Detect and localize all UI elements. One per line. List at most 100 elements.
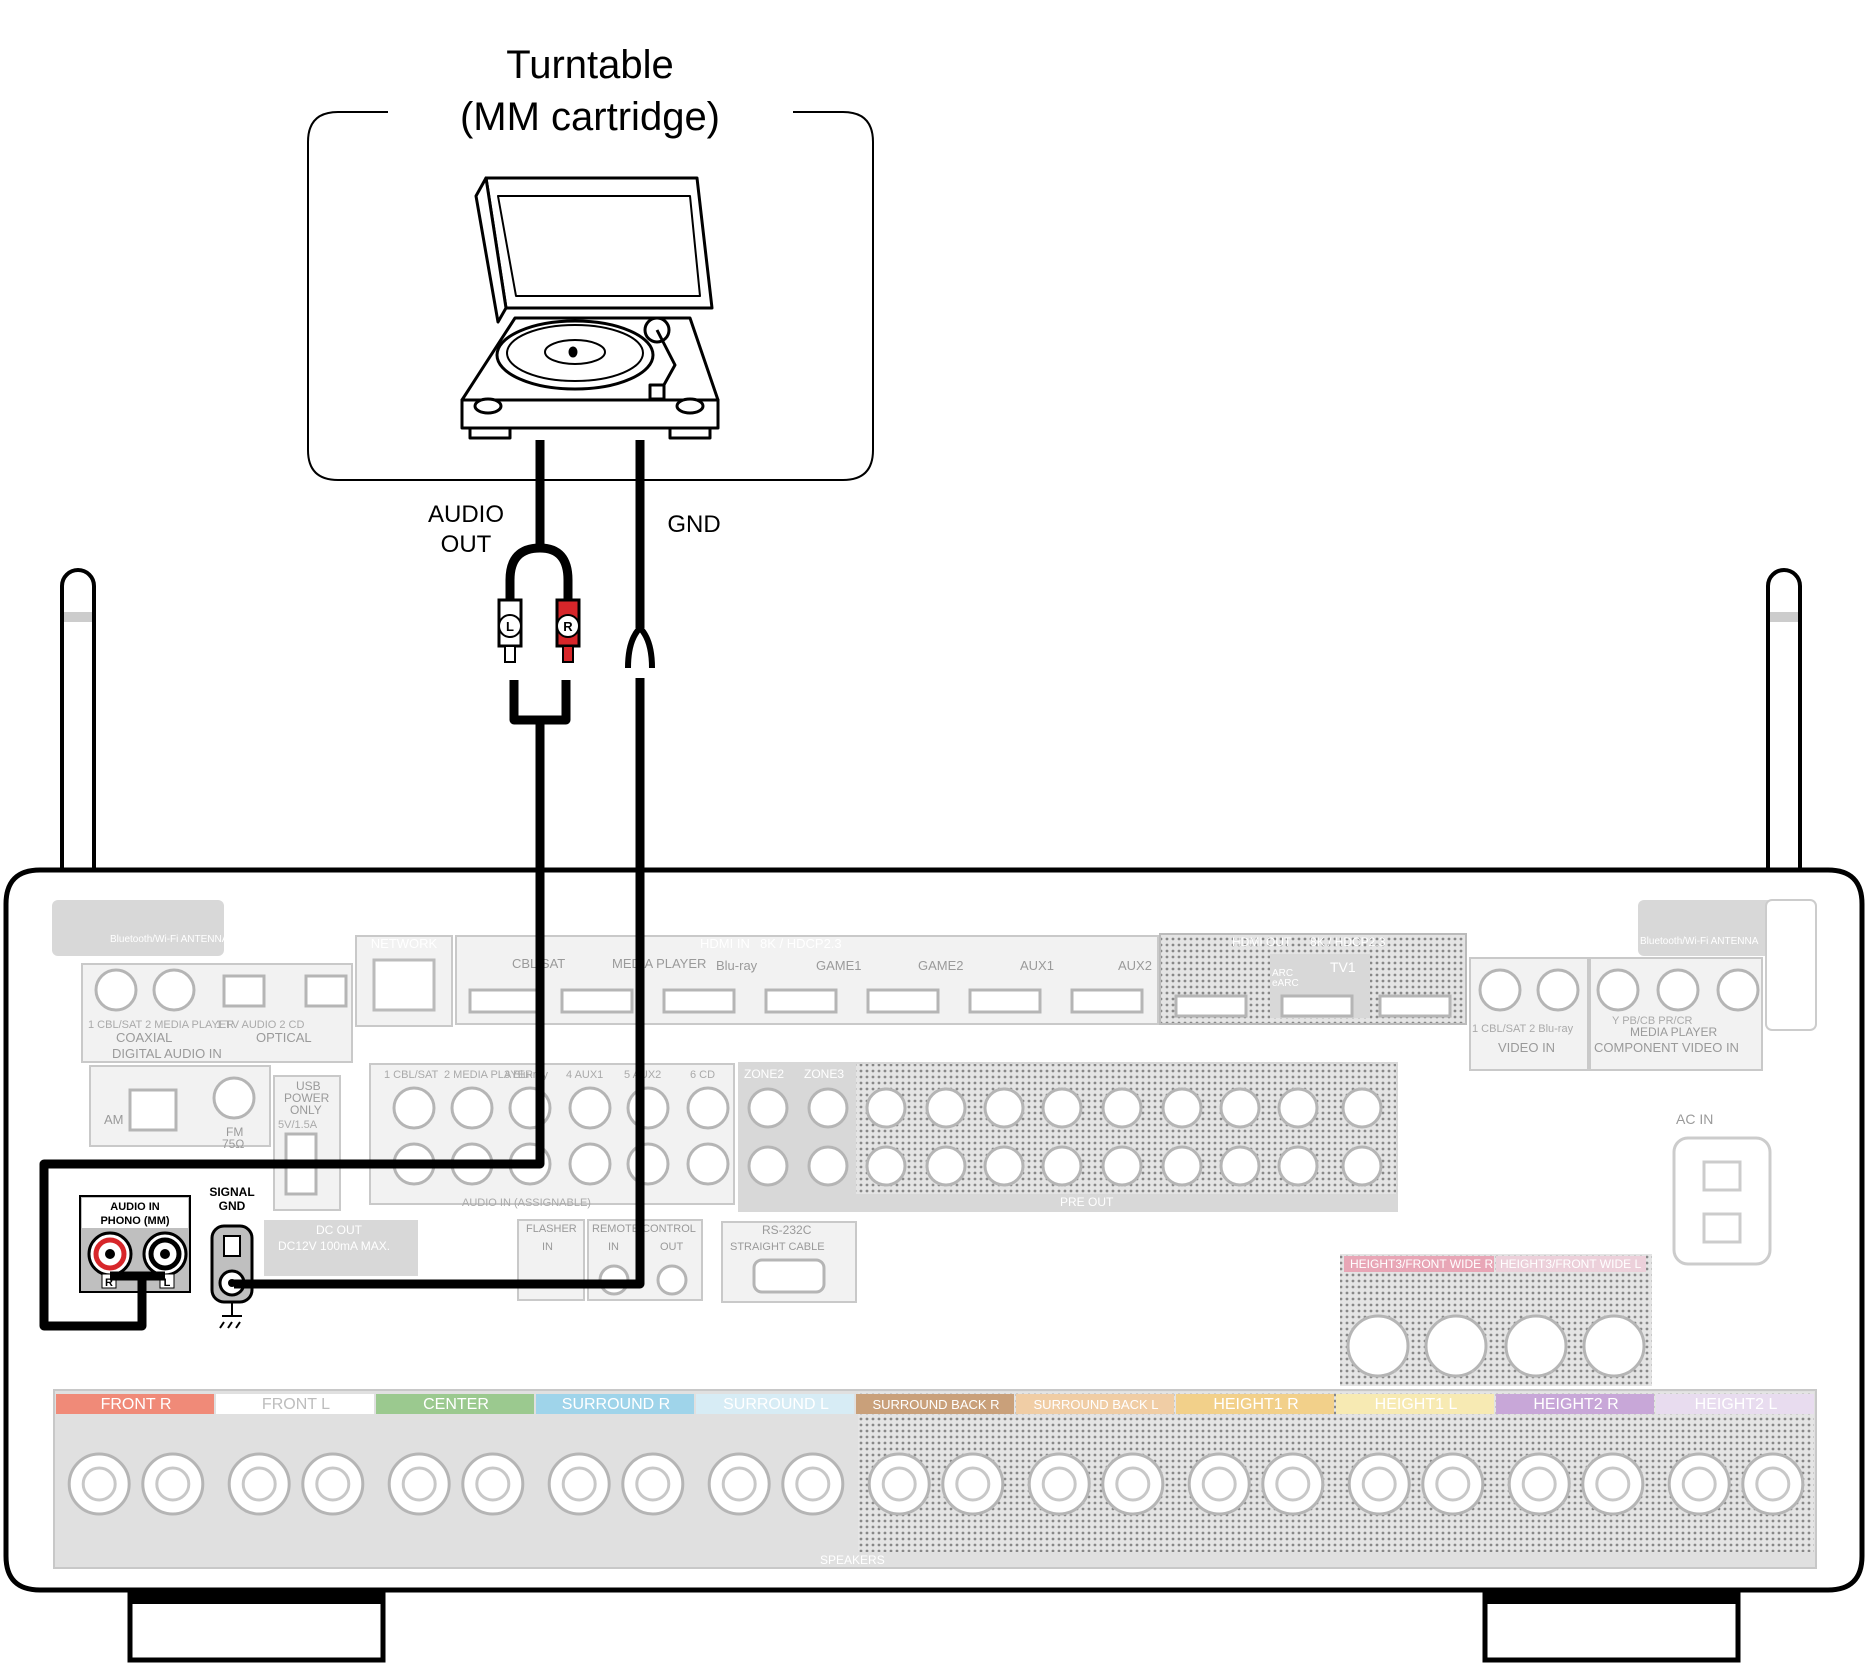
fm-ohm-label: 75Ω — [222, 1137, 244, 1151]
speaker-terminal-inner — [1201, 1466, 1237, 1502]
speaker-group-label: FRONT R — [101, 1396, 172, 1413]
speaker-group-header — [1336, 1394, 1494, 1414]
dc-out-panel — [264, 1220, 418, 1276]
ethernet-port — [372, 958, 436, 1012]
fm-label: FM — [226, 1125, 243, 1139]
speaker-terminal-inner — [1595, 1466, 1631, 1502]
speaker-terminal-inner — [881, 1466, 917, 1502]
speaker-terminal-inner — [795, 1466, 831, 1502]
hdmi-in-6-label: AUX1 — [1020, 958, 1054, 973]
gnd-cable-run — [234, 678, 645, 1289]
speaker-group-label: SURROUND BACK R — [872, 1397, 999, 1412]
speaker-group-header — [696, 1394, 854, 1414]
video-in-label: VIDEO IN — [1498, 1040, 1555, 1055]
speaker-group-header — [856, 1394, 1014, 1414]
height3-l-label: HEIGHT3/FRONT WIDE L — [1500, 1257, 1641, 1271]
audio-in-assignable: AUDIO IN (ASSIGNABLE) — [462, 1197, 591, 1209]
video-in-ports: 1 CBL/SAT 2 Blu-ray — [1472, 1023, 1574, 1035]
audio-cable-plug-end — [509, 680, 571, 725]
dc-out-spec: DC12V 100mA MAX. — [278, 1239, 390, 1253]
optical-label: OPTICAL — [256, 1030, 312, 1045]
hdmi-out-label: HDMI OUT — [1232, 935, 1292, 949]
antenna-left — [60, 568, 96, 892]
speaker-group-label: SURROUND BACK L — [1034, 1397, 1159, 1412]
speaker-terminal-inner — [1521, 1466, 1557, 1502]
speaker-terminal-inner — [1115, 1466, 1151, 1502]
flasher-label: FLASHER — [526, 1223, 577, 1235]
usb-label-3: ONLY — [290, 1103, 322, 1117]
hdmi-out-arc: ARC — [1272, 968, 1293, 979]
speaker-group-header — [1016, 1394, 1174, 1414]
remote-out-label: OUT — [660, 1241, 684, 1253]
hdmi-in-2-label: MEDIA PLAYER — [612, 956, 706, 971]
speaker-terminal-inner — [1275, 1466, 1311, 1502]
remote-in-label: IN — [608, 1241, 619, 1253]
speaker-terminal-inner — [1435, 1466, 1471, 1502]
signal-gnd-label-1: SIGNAL — [209, 1185, 254, 1199]
ac-inlet — [1672, 1136, 1772, 1266]
hdmi-in-5-label: GAME2 — [918, 958, 964, 973]
audio-in-1-label: 1 CBL/SAT — [384, 1069, 438, 1081]
speaker-group-header — [376, 1394, 534, 1414]
audio-in-6-label: 6 CD — [690, 1069, 715, 1081]
speaker-group-label: HEIGHT1 R — [1213, 1396, 1298, 1413]
speaker-terminal-inner — [315, 1466, 351, 1502]
speaker-group-label: HEIGHT1 L — [1375, 1396, 1458, 1413]
usb-spec: 5V/1.5A — [278, 1119, 318, 1131]
turntable-frame — [307, 111, 874, 481]
usb-label-1: USB — [296, 1079, 321, 1093]
signal-gnd-label-2: GND — [219, 1199, 246, 1213]
audio-in-2-label: 2 MEDIA PLAYER — [444, 1069, 533, 1081]
hdmi-in-ports — [468, 988, 1144, 1014]
straight-cable-label: STRAIGHT CABLE — [730, 1241, 825, 1253]
component-label: COMPONENT VIDEO IN — [1594, 1040, 1739, 1055]
speaker-terminal-inner — [241, 1466, 277, 1502]
audio-out-label: AUDIO — [428, 501, 504, 528]
speaker-group-header — [216, 1394, 374, 1414]
rca-plug-l — [497, 598, 523, 663]
zone2-label: ZONE2 — [744, 1067, 784, 1081]
audio-in-4-label: 4 AUX1 — [566, 1069, 603, 1081]
gnd-label: GND — [667, 511, 720, 538]
antenna-right — [1766, 568, 1802, 892]
speaker-terminal-inner — [1041, 1466, 1077, 1502]
speaker-group-label: SURROUND L — [723, 1396, 829, 1413]
rca-plug-r — [555, 598, 581, 663]
network-label: NETWORK — [371, 936, 438, 951]
speaker-group-header — [1176, 1394, 1334, 1414]
speaker-group-label: CENTER — [423, 1396, 489, 1413]
speaker-group-header — [1656, 1394, 1814, 1414]
hdmi-in-4-label: GAME1 — [816, 958, 862, 973]
hdmi-out-spec: 8K / HDCP2.3 — [1310, 935, 1386, 949]
speaker-terminal-inner — [721, 1466, 757, 1502]
pre-out-label: PRE OUT — [1060, 1195, 1114, 1209]
speaker-group-label: FRONT L — [262, 1396, 330, 1413]
speaker-terminal-inner — [1361, 1466, 1397, 1502]
speaker-terminal-inner — [1681, 1466, 1717, 1502]
speaker-group-header — [536, 1394, 694, 1414]
speaker-terminal-inner — [475, 1466, 511, 1502]
antenna-left-text: Bluetooth/Wi-Fi ANTENNA — [110, 934, 229, 945]
turntable-title: Turntable — [506, 43, 674, 87]
component-ports: Y PB/CB PR/CR — [1612, 1015, 1693, 1027]
turntable-icon — [460, 176, 720, 440]
speaker-terminal-inner — [955, 1466, 991, 1502]
speaker-terminal-inner — [561, 1466, 597, 1502]
speaker-terminal-inner — [401, 1466, 437, 1502]
hdmi-out-earc: eARC — [1272, 978, 1299, 989]
media-player-label: MEDIA PLAYER — [1630, 1025, 1717, 1039]
speaker-terminal-inner — [1755, 1466, 1791, 1502]
antenna-left-base — [52, 900, 224, 956]
rca-plug-l-text: L — [506, 619, 514, 634]
speaker-terminal-inner — [635, 1466, 671, 1502]
digital-audio-in-label: DIGITAL AUDIO IN — [112, 1046, 222, 1061]
speaker-group-header — [56, 1394, 214, 1414]
phono-label-2: PHONO (MM) — [100, 1215, 169, 1227]
antenna-right-text: Bluetooth/Wi-Fi ANTENNA — [1640, 936, 1759, 947]
flasher-in-label: IN — [542, 1241, 553, 1253]
phono-r-label: R — [105, 1277, 113, 1289]
speakers-label: SPEAKERS — [820, 1553, 885, 1567]
speaker-terminal-inner — [155, 1466, 191, 1502]
hdmi-in-3-label: Blu-ray — [716, 958, 758, 973]
